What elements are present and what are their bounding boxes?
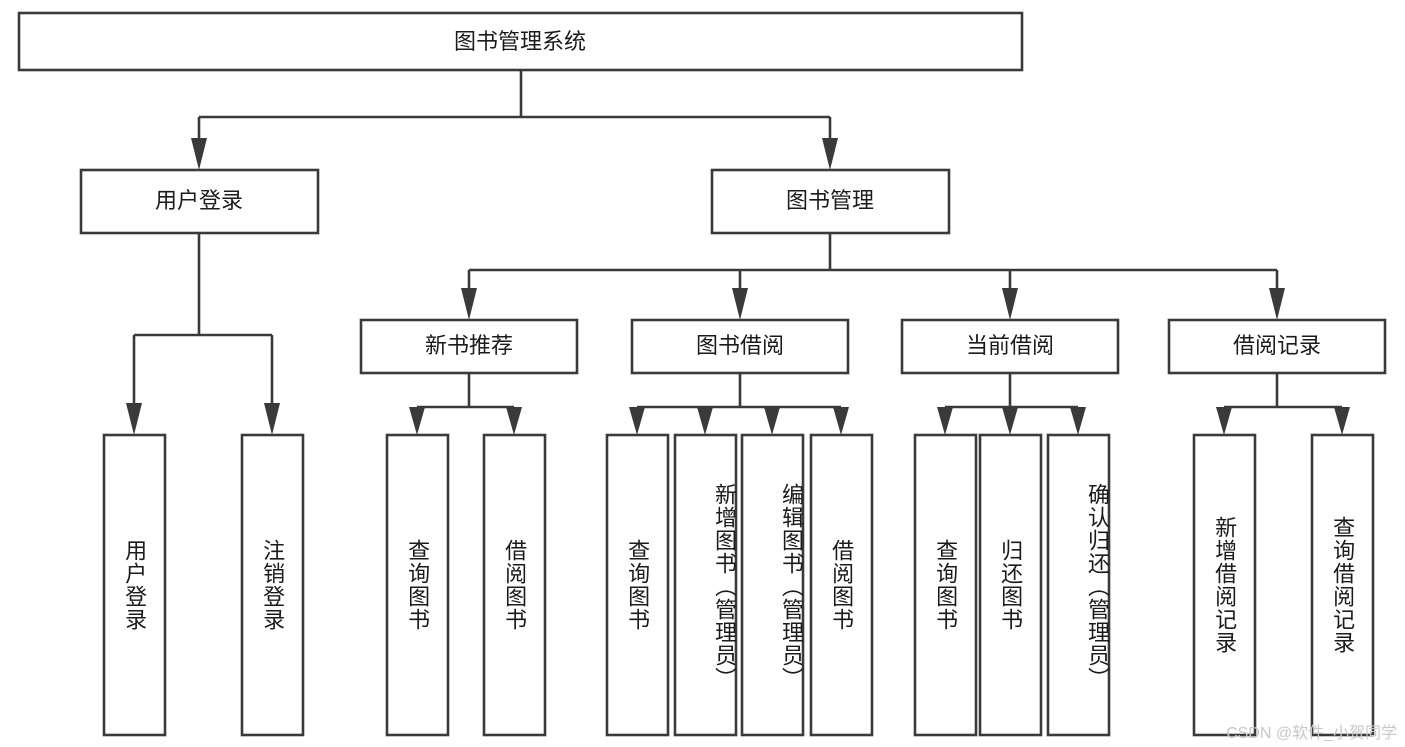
- node-leaf-query-record[interactable]: [1310, 433, 1375, 737]
- node-leaf-user-login[interactable]: [102, 433, 167, 737]
- arrowhead-current-borrow: [1002, 288, 1018, 320]
- node-book-borrow-label: 图书借阅: [696, 333, 784, 358]
- node-new-book-recommend[interactable]: 新书推荐: [359, 318, 579, 375]
- arrowhead-new-book-recommend: [461, 288, 477, 320]
- arrowhead-book-borrow: [732, 288, 748, 320]
- node-leaf-confirm-return[interactable]: [1046, 433, 1111, 737]
- arrowhead-leaf-add-book: [697, 407, 713, 435]
- node-leaf-add-book[interactable]: [673, 433, 738, 737]
- node-book-manage-label: 图书管理: [786, 188, 874, 213]
- node-layer: 图书管理系统 用户登录 图书管理 新书推荐 图书借阅 当前: [17, 11, 1387, 737]
- node-leaf-query-book-3[interactable]: [913, 433, 978, 737]
- arrowhead-leaf-borrow-book-1: [506, 407, 522, 435]
- arrowhead-user-login: [191, 138, 207, 170]
- arrowhead-leaf-confirm-return: [1070, 407, 1086, 435]
- node-borrow-record-label: 借阅记录: [1233, 333, 1321, 358]
- node-new-book-recommend-label: 新书推荐: [425, 333, 513, 358]
- arrowhead-book-manage: [822, 138, 838, 170]
- node-leaf-logout-login[interactable]: [240, 433, 305, 737]
- arrowhead-leaf-edit-book: [764, 407, 780, 435]
- arrowhead-leaf-query-book-3: [937, 407, 953, 435]
- arrowhead-leaf-logout-login: [264, 403, 280, 435]
- node-user-login-label: 用户登录: [155, 188, 243, 213]
- arrowhead-leaf-borrow-book-2: [833, 407, 849, 435]
- arrowhead-leaf-return-book: [1002, 407, 1018, 435]
- arrowhead-leaf-add-record: [1216, 407, 1232, 435]
- arrowhead-leaf-query-record: [1334, 407, 1350, 435]
- arrowhead-leaf-query-book-1: [409, 407, 425, 435]
- node-book-manage[interactable]: 图书管理: [710, 168, 951, 235]
- arrowhead-leaf-user-login: [126, 403, 142, 435]
- node-leaf-borrow-book-2[interactable]: [809, 433, 874, 737]
- node-leaf-query-book-1[interactable]: [385, 433, 450, 737]
- node-leaf-borrow-book-1[interactable]: [482, 433, 547, 737]
- node-borrow-record[interactable]: 借阅记录: [1167, 318, 1387, 375]
- connector-layer: [126, 70, 1350, 435]
- node-leaf-add-record[interactable]: [1192, 433, 1257, 737]
- node-user-login[interactable]: 用户登录: [79, 168, 320, 235]
- node-leaf-query-book-2[interactable]: [605, 433, 670, 737]
- arrowhead-borrow-record: [1269, 288, 1285, 320]
- node-leaf-edit-book[interactable]: [740, 433, 805, 737]
- node-leaf-return-book[interactable]: [978, 433, 1043, 737]
- watermark-credit: CSDN @软件_小贺同学: [1226, 725, 1397, 742]
- node-root[interactable]: 图书管理系统: [17, 11, 1024, 72]
- arrowhead-leaf-query-book-2: [629, 407, 645, 435]
- node-current-borrow[interactable]: 当前借阅: [900, 318, 1120, 375]
- node-book-borrow[interactable]: 图书借阅: [630, 318, 850, 375]
- node-root-label: 图书管理系统: [454, 29, 586, 54]
- node-current-borrow-label: 当前借阅: [966, 333, 1054, 358]
